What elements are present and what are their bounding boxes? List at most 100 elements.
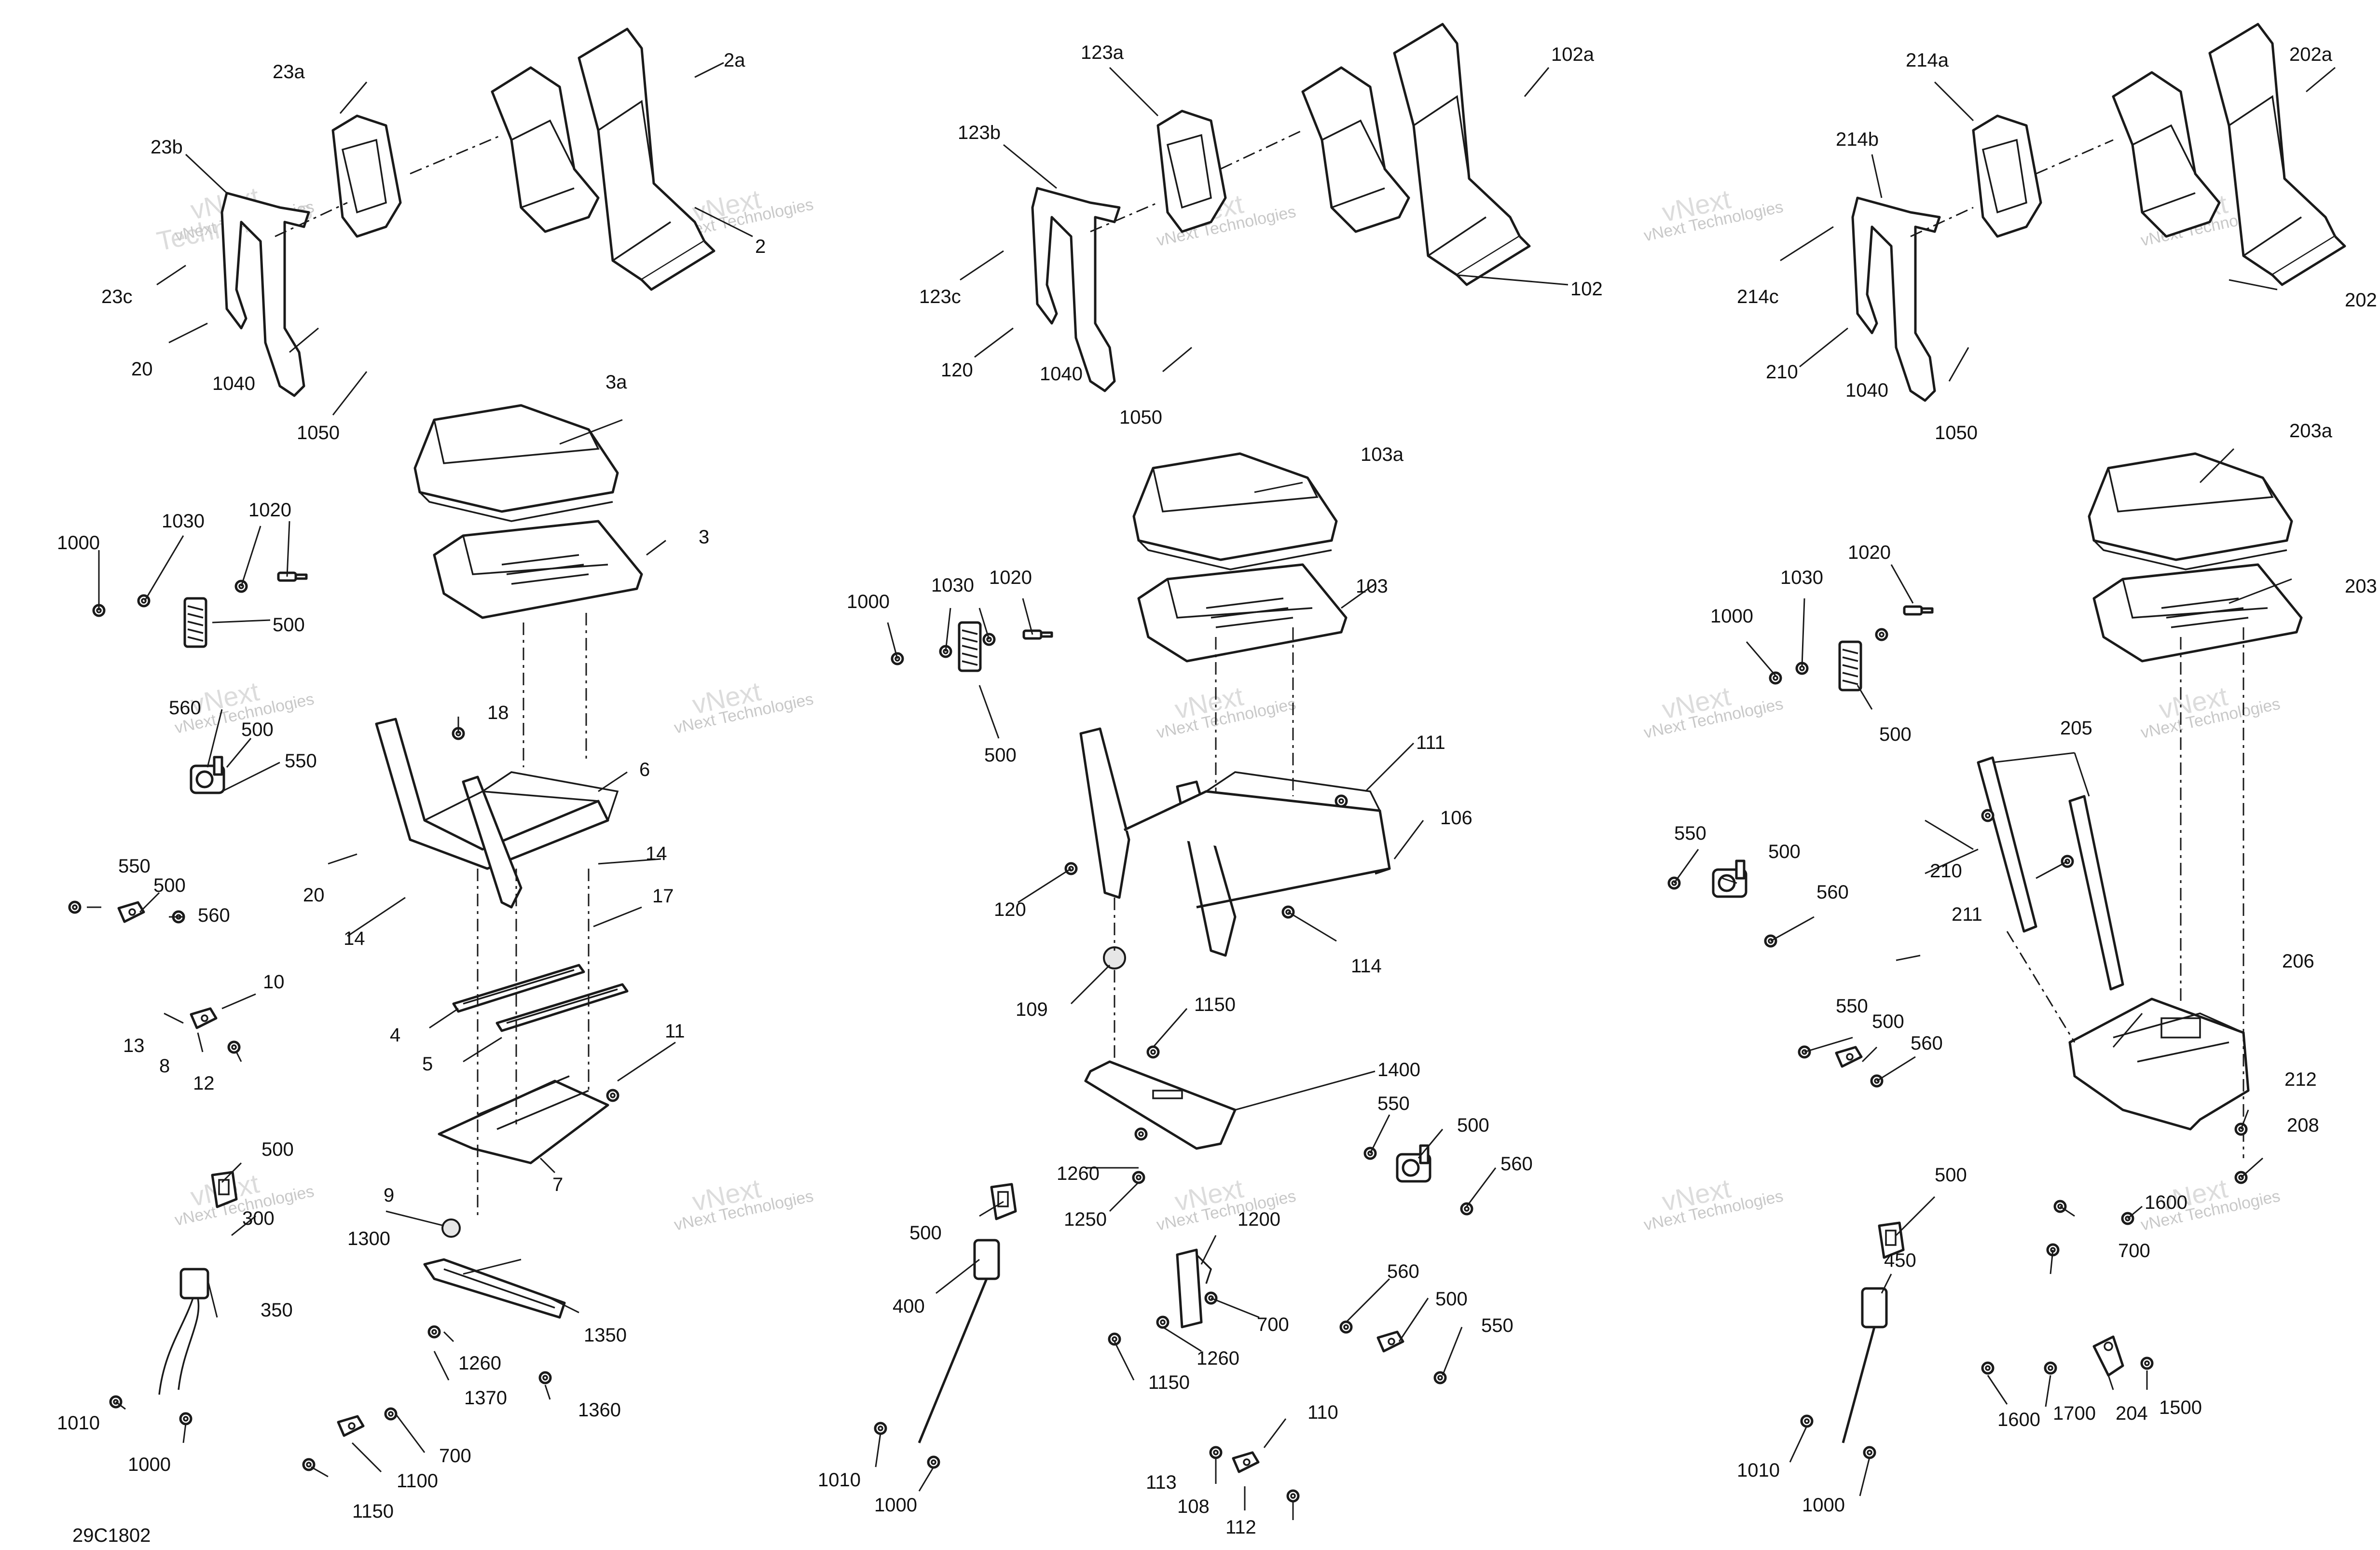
callout-label: 4	[390, 1024, 400, 1046]
nut-part	[875, 1423, 886, 1434]
nut-part	[1461, 1204, 1472, 1214]
callout-label: 500	[153, 875, 186, 896]
callout-label: 550	[285, 750, 317, 772]
assembly-line	[2006, 931, 2076, 1043]
callout-label: 550	[1836, 996, 1868, 1017]
bracket-part	[338, 1416, 363, 1436]
callout-labels-column-3: 214a 202a 214b 214c 202 210 1040 1050 20…	[1674, 44, 2377, 1516]
callout-label: 3	[699, 526, 709, 548]
diagram-id: 29C1802	[72, 1525, 151, 1546]
bolt-part	[1024, 631, 1052, 638]
callout-label: 103	[1356, 576, 1388, 597]
callout-label: 17	[652, 886, 674, 907]
nut-part	[1288, 1491, 1298, 1501]
callout-labels-column-1: 2a 23a 23b 23c 2 20 1040 1050 3a 1000 10…	[57, 50, 766, 1522]
callout-label: 550	[1674, 823, 1706, 844]
callout-label: 114	[1351, 955, 1382, 977]
callout-label: 13	[123, 1035, 145, 1056]
callout-label: 560	[169, 697, 201, 719]
callout-label: 11	[665, 1021, 685, 1042]
callout-label: 1030	[931, 575, 974, 596]
callout-label: 214c	[1737, 286, 1779, 307]
callout-label: 1020	[1848, 542, 1891, 563]
seat-base-tray-part	[434, 521, 642, 618]
callout-label: 1300	[347, 1228, 390, 1249]
headrest-cushion-part	[1158, 111, 1225, 232]
callout-label: 6	[639, 759, 650, 780]
callout-label: 14	[646, 843, 667, 864]
nut-part	[1157, 1317, 1168, 1328]
callout-label: 700	[439, 1445, 471, 1467]
seat-belt-part	[158, 1268, 209, 1395]
callout-label: 10	[263, 971, 285, 993]
callout-label: 3a	[605, 372, 627, 393]
nut-part	[1133, 1172, 1144, 1183]
callout-label: 1700	[2053, 1403, 2096, 1424]
nut-part	[429, 1327, 440, 1337]
callout-label: 203a	[2289, 420, 2333, 442]
nut-part	[607, 1090, 618, 1101]
callout-label: 123c	[919, 286, 961, 307]
latch-part	[191, 1009, 216, 1028]
callout-label: 106	[1440, 807, 1472, 829]
callout-label: 1400	[1377, 1059, 1420, 1080]
callout-label: 560	[1500, 1153, 1533, 1175]
nut-part	[1770, 673, 1781, 683]
callout-label: 102a	[1551, 44, 1595, 65]
nut-part	[540, 1372, 550, 1383]
callout-label: 500	[984, 745, 1017, 766]
seat-base-tray-part	[2094, 565, 2301, 661]
callout-label: 111	[1416, 732, 1445, 753]
seat-back-frame-part	[1032, 188, 1119, 391]
callout-label: 202	[2345, 290, 2377, 311]
spring-bracket-part	[1840, 642, 1861, 690]
spring-bracket-part	[959, 623, 980, 671]
headrest-cushion-part	[1973, 116, 2041, 236]
callout-label: 1000	[1710, 606, 1753, 627]
callout-label: 1150	[352, 1501, 394, 1522]
callout-label: 550	[1377, 1093, 1410, 1114]
callout-label: 1370	[464, 1387, 507, 1409]
callout-label: 550	[1481, 1315, 1513, 1336]
callout-label: 1100	[397, 1470, 438, 1492]
seat-belt-part	[1842, 1287, 1888, 1443]
callout-label: 1150	[1148, 1372, 1190, 1393]
column-2-parts	[875, 24, 1568, 1520]
callout-label: 20	[131, 359, 153, 380]
callout-label: 202a	[2289, 44, 2333, 65]
callout-label: 208	[2287, 1115, 2319, 1136]
assembly-line	[1220, 129, 1303, 170]
seat-box-part	[2068, 997, 2250, 1131]
callout-label: 400	[893, 1296, 925, 1317]
nut-part	[1982, 1363, 1993, 1373]
nut-part	[1864, 1447, 1875, 1458]
nut-part	[69, 902, 80, 913]
assembly-line	[410, 134, 502, 175]
callout-label: 20	[303, 885, 325, 906]
callout-label: 1010	[57, 1412, 100, 1434]
nut-part	[1136, 1129, 1146, 1139]
callout-label: 123a	[1081, 42, 1124, 63]
callout-label: 500	[273, 614, 305, 636]
callout-label: 500	[1935, 1164, 1967, 1186]
callout-label: 2a	[724, 50, 745, 71]
callout-label: 210	[1766, 361, 1798, 383]
callout-label: 700	[2118, 1240, 2150, 1261]
bushing-part	[441, 1218, 461, 1238]
callout-label: 9	[384, 1185, 394, 1206]
callout-label: 112	[1225, 1517, 1256, 1538]
callout-label: 1360	[578, 1399, 621, 1421]
callout-label: 1020	[989, 567, 1032, 588]
seat-back-frame-part	[1853, 198, 1940, 401]
callout-label: 120	[994, 899, 1026, 920]
callout-label: 500	[1435, 1288, 1468, 1310]
callout-label: 1050	[1935, 422, 1978, 443]
callout-label: 7	[552, 1174, 563, 1195]
seat-back-part	[579, 29, 714, 290]
mounting-plate-part	[1084, 1060, 1237, 1150]
callout-label: 1050	[297, 422, 340, 443]
callout-label: 204	[2116, 1403, 2148, 1424]
callout-label: 1040	[1040, 363, 1083, 385]
bolt-part	[278, 573, 306, 581]
callout-label: 1040	[212, 373, 255, 394]
